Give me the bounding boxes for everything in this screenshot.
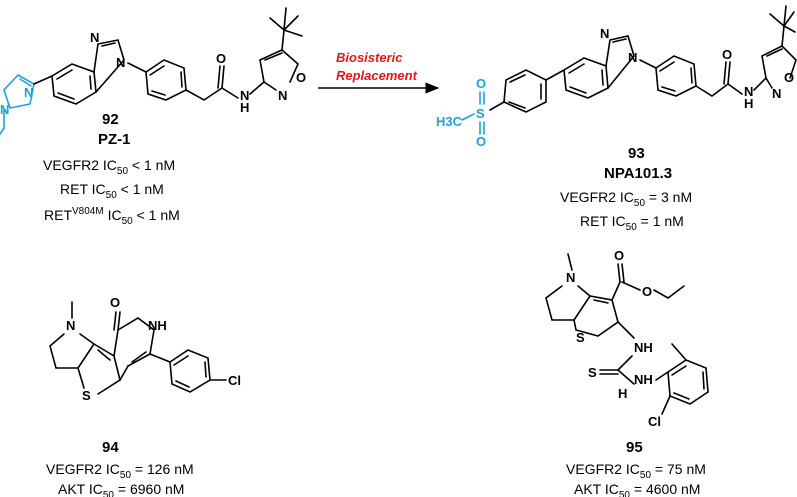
atom-n: N: [628, 50, 637, 65]
structure-95: N S O O NH S NH H Cl: [545, 248, 709, 429]
atom-n: N: [0, 102, 9, 117]
atom-cl: Cl: [648, 414, 661, 429]
activity-94-vegfr2: VEGFR2 IC50 = 126 nM: [46, 461, 194, 481]
structure-94: N S O NH Cl: [49, 295, 241, 403]
atom-n: N: [600, 26, 609, 41]
atom-n: N: [240, 88, 249, 103]
pyrazole-ring: N N: [0, 74, 35, 135]
atom-nh: NH: [148, 318, 167, 333]
atom-n: N: [90, 30, 99, 45]
compound-number-93: 93: [628, 145, 645, 162]
atom-n: N: [278, 88, 287, 103]
atom-o: O: [722, 47, 732, 62]
activity-92-vegfr2: VEGFR2 IC50 < 1 nM: [43, 157, 175, 177]
activity-95-vegfr2: VEGFR2 IC50 = 75 nM: [566, 461, 706, 481]
atom-s: S: [576, 330, 585, 345]
atom-n: N: [66, 318, 75, 333]
atom-s: S: [476, 106, 485, 121]
atom-h3c: H3C: [436, 114, 463, 129]
atom-n: N: [772, 86, 781, 101]
atom-o: O: [110, 295, 120, 310]
atom-s: S: [588, 365, 597, 380]
compound-number-94: 94: [102, 439, 119, 456]
atom-h: H: [240, 100, 249, 115]
atom-o: O: [296, 70, 306, 85]
structure-92: N N N N O H N O N: [0, 7, 306, 135]
atom-s: S: [82, 388, 91, 403]
compound-name-93: NPA101.3: [604, 165, 672, 182]
compound-number-92: 92: [102, 111, 119, 128]
compound-name-92: PZ-1: [98, 131, 131, 148]
atom-h: H: [744, 96, 753, 111]
arrow-label-line1: Biosisteric: [336, 50, 403, 65]
atom-n: N: [116, 55, 125, 70]
atom-cl: Cl: [228, 373, 241, 388]
atom-o: O: [476, 134, 486, 149]
activity-92-ret-v804m: RETV804M IC50 < 1 nM: [44, 206, 180, 227]
compound-number-95: 95: [626, 439, 643, 456]
atom-o: O: [476, 76, 486, 91]
activity-94-akt: AKT IC50 = 6960 nM: [58, 481, 184, 497]
atom-n: N: [744, 84, 753, 99]
arrow-label-line2: Replacement: [336, 68, 418, 83]
atom-o: O: [784, 70, 794, 85]
atom-n: N: [566, 270, 575, 285]
atom-h: H: [618, 386, 627, 401]
atom-o: O: [614, 248, 624, 263]
activity-95-akt: AKT IC50 = 4600 nM: [574, 481, 700, 497]
atom-nh: NH: [634, 372, 653, 387]
atom-nh: NH: [634, 340, 653, 355]
activity-93-vegfr2: VEGFR2 IC50 = 3 nM: [560, 189, 692, 209]
structure-93: H3C S O O N N O H: [436, 5, 797, 149]
atom-o: O: [216, 51, 226, 66]
reaction-arrow: Biosisteric Replacement: [318, 50, 440, 94]
activity-93-ret: RET IC50 = 1 nM: [580, 213, 684, 233]
atom-n: N: [24, 85, 33, 100]
activity-92-ret: RET IC50 < 1 nM: [60, 181, 164, 201]
atom-o: O: [642, 284, 652, 299]
